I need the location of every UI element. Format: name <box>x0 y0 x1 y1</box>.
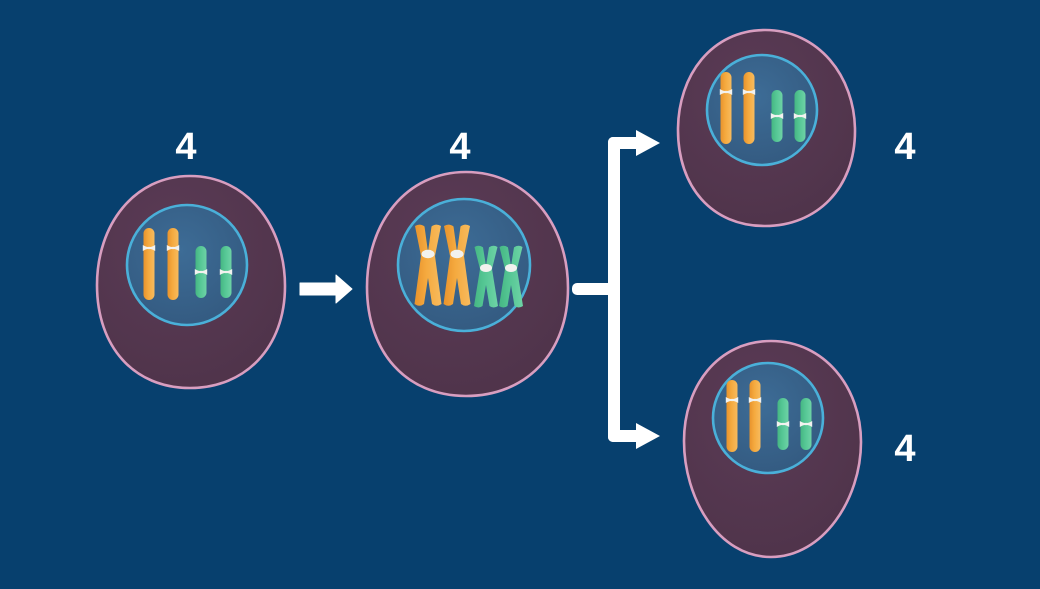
chromosome-green-2[interactable] <box>793 90 807 142</box>
chromosome-green-2[interactable] <box>799 398 813 450</box>
chromosome-orange-2[interactable] <box>742 72 756 144</box>
cell-replicated[interactable] <box>365 170 570 398</box>
chromosome-orange-2[interactable] <box>166 228 180 300</box>
arrow-straight <box>299 274 353 304</box>
arrow-split <box>572 130 660 449</box>
chromosome-orange-1[interactable] <box>719 72 733 144</box>
arrow-head-bottom-icon <box>636 423 660 449</box>
count-label-replicated: 4 <box>449 126 470 168</box>
arrow-split-stem <box>572 283 616 295</box>
count-label-daughter-bottom: 4 <box>894 428 915 470</box>
chromosome-green-1[interactable] <box>776 398 790 450</box>
arrow-straight-icon <box>299 274 353 304</box>
cell-parent[interactable] <box>95 174 287 390</box>
nucleus <box>711 361 825 475</box>
arrow-split-spine <box>608 137 620 442</box>
chromosome-orange-1[interactable] <box>142 228 156 300</box>
nucleus <box>125 203 249 327</box>
cell-daughter-bottom[interactable] <box>682 339 863 559</box>
chromosome-orange-2[interactable] <box>748 380 762 452</box>
chromosome-green-1[interactable] <box>194 246 208 298</box>
chromosome-green-2[interactable] <box>219 246 233 298</box>
count-label-parent: 4 <box>175 126 196 168</box>
cell-daughter-top[interactable] <box>676 28 857 228</box>
chromosome-green-1[interactable] <box>770 90 784 142</box>
nucleus <box>705 53 819 167</box>
count-label-daughter-top: 4 <box>894 126 915 168</box>
chromosome-orange-1[interactable] <box>725 380 739 452</box>
arrow-head-top-icon <box>636 130 660 156</box>
